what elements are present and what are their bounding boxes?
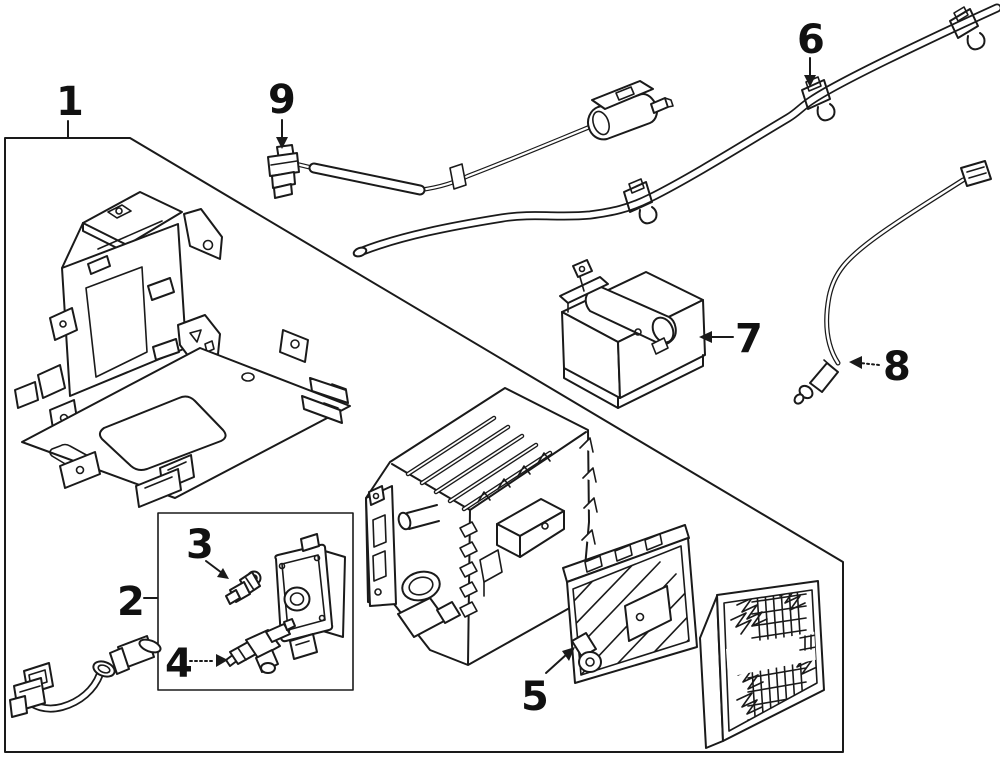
- inverter-top-ribs: [405, 415, 553, 512]
- callouts: 1 2 3 4 5 6 7 8 9: [56, 17, 911, 720]
- ecu-module-drawing: [274, 533, 346, 660]
- callout-5-arrowhead: [562, 647, 575, 661]
- callout-6: 6: [797, 17, 825, 63]
- callout-7: 7: [735, 316, 763, 362]
- callout-8: 8: [883, 344, 911, 390]
- harness-clamp-mid: [623, 178, 658, 225]
- callout-7-arrowhead: [699, 331, 712, 343]
- callout-3: 3: [186, 522, 214, 568]
- inverter-edge-hooks: [459, 521, 478, 618]
- mesh-pattern: [726, 590, 817, 731]
- inverter-unit-drawing: [365, 387, 598, 666]
- callout-9-arrowhead: [276, 137, 288, 149]
- wiring-harness-drawing: [352, 3, 1000, 258]
- callout-3-arrowhead: [217, 568, 229, 579]
- callout-6-arrowhead: [804, 75, 816, 87]
- callout-4-arrowhead: [216, 654, 228, 667]
- callout-4: 4: [165, 641, 193, 687]
- mesh-cover-panel-drawing: [699, 580, 825, 749]
- sensor-cable-drawing: [793, 160, 992, 405]
- connector-9: [267, 144, 300, 199]
- callout-8-arrowhead: [849, 356, 862, 369]
- part2-group-box: [143, 512, 354, 691]
- mounting-bracket-assembly-drawing: [14, 191, 351, 508]
- harness-solenoid-connector: [587, 80, 674, 141]
- callout-9: 9: [268, 77, 296, 123]
- valve-sensor-drawing: [225, 618, 296, 674]
- harness-connector-pigtail-drawing: [267, 80, 674, 199]
- control-module-drawing: [562, 524, 698, 684]
- small-sensor-drawing: [225, 570, 262, 605]
- harness-clamp-end: [949, 6, 986, 51]
- callout-2: 2: [117, 579, 145, 625]
- relay-module-drawing: [559, 259, 706, 409]
- callout-1: 1: [56, 79, 84, 125]
- callout-5: 5: [521, 674, 549, 720]
- part1-region-outline: [4, 120, 844, 753]
- cable-assembly-drawing: [9, 635, 162, 718]
